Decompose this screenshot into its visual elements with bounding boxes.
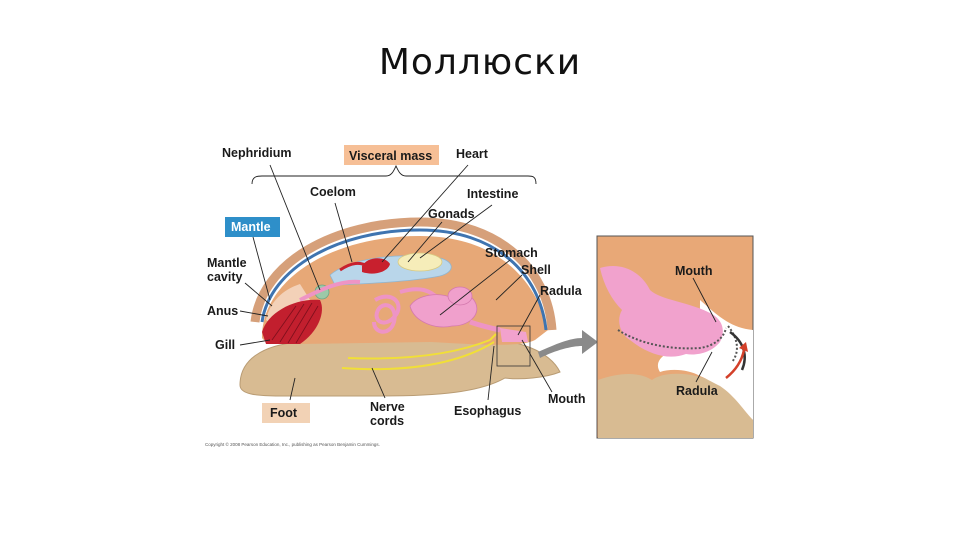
label-esophagus: Esophagus bbox=[454, 404, 521, 418]
label-nephridium: Nephridium bbox=[222, 146, 291, 160]
visceral-mass-bracket bbox=[251, 164, 537, 185]
esophagus bbox=[469, 319, 501, 333]
label-anus: Anus bbox=[207, 304, 238, 318]
label-mantle-cavity-line2: cavity bbox=[207, 270, 242, 284]
inset-arrow bbox=[538, 330, 598, 358]
label-coelom: Coelom bbox=[310, 185, 356, 199]
label-stomach: Stomach bbox=[485, 246, 538, 260]
gonads bbox=[397, 252, 443, 272]
label-gill: Gill bbox=[215, 338, 235, 352]
heart bbox=[362, 258, 390, 274]
copyright-note: Copyright © 2008 Pearson Education, Inc.… bbox=[205, 441, 380, 447]
label-shell: Shell bbox=[521, 263, 551, 277]
gill-striations bbox=[271, 302, 319, 344]
main-cross-section bbox=[239, 217, 598, 397]
label-mantle-cavity-line1: Mantle bbox=[207, 256, 247, 270]
visceral-mass-label-box bbox=[344, 145, 439, 165]
label-mouth: Mouth bbox=[548, 392, 585, 406]
label-radula: Radula bbox=[540, 284, 583, 298]
label-mantle: Mantle bbox=[231, 220, 271, 234]
label-intestine: Intestine bbox=[467, 187, 518, 201]
label-visceral-mass: Visceral mass bbox=[349, 149, 432, 163]
foot-label-box bbox=[262, 403, 310, 423]
label-gonads: Gonads bbox=[428, 207, 475, 221]
radula-inset bbox=[596, 235, 754, 439]
label-nerve-cords-line2: cords bbox=[370, 414, 404, 428]
digestive-gland bbox=[447, 286, 473, 306]
label-nerve-cords-line1: Nerve bbox=[370, 400, 405, 414]
mouth-inset-marker bbox=[496, 325, 531, 367]
mantle-layer bbox=[260, 228, 548, 331]
inset-label-mouth: Mouth bbox=[675, 264, 712, 278]
mantle-label-box bbox=[225, 217, 280, 237]
nerve-cords bbox=[341, 333, 497, 371]
label-foot: Foot bbox=[270, 406, 298, 420]
inset-label-radula: Radula bbox=[676, 384, 719, 398]
heart-vessel bbox=[339, 261, 369, 272]
foot-shape bbox=[239, 337, 561, 397]
label-heart: Heart bbox=[456, 147, 489, 161]
radula-region bbox=[500, 328, 528, 342]
slide-title: Моллюски bbox=[378, 42, 582, 83]
shell bbox=[250, 217, 557, 331]
leader-lines bbox=[239, 164, 553, 401]
